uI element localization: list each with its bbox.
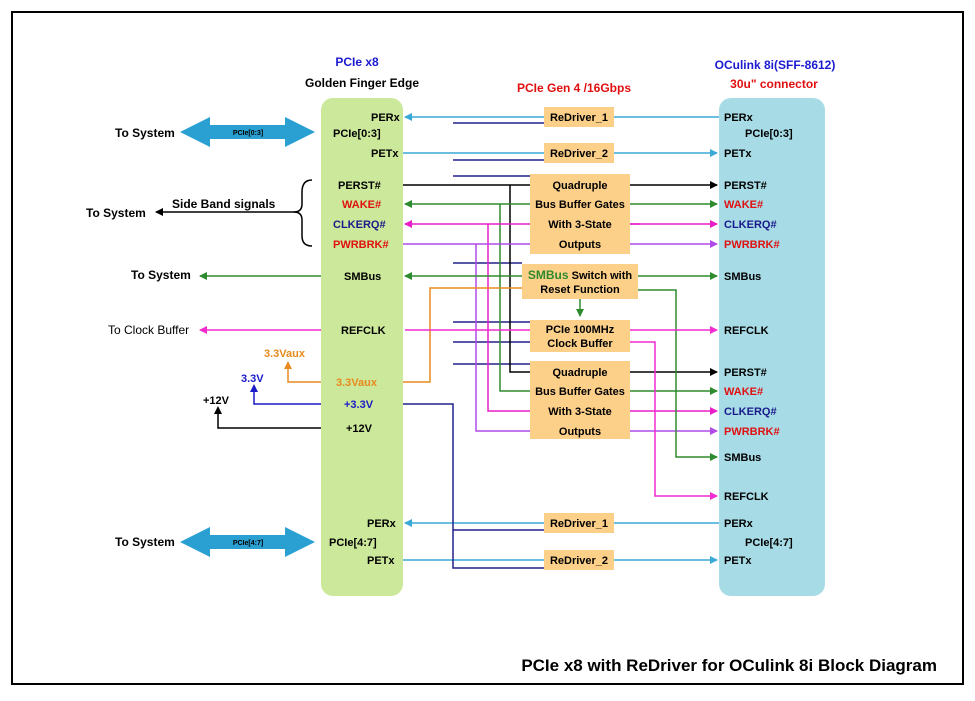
ext-3v3: 3.3V [241, 373, 264, 385]
wire-3v3-left [250, 384, 321, 405]
block-quad-1 [530, 174, 630, 254]
bus-arrow-top-label: PCIe[0:3] [233, 130, 263, 137]
wire-smbus2-right [638, 289, 718, 461]
sideband-brace [293, 179, 313, 247]
wire-bus-main [403, 403, 544, 569]
left-pin-smbus: SMBus [344, 271, 381, 283]
right-pin-pwrbrk2: PWRBRK# [724, 426, 780, 438]
right-pin-perst2: PERST# [724, 367, 767, 379]
right-header-1: OCulink 8i(SFF-8612) [715, 58, 836, 72]
ext-to-system-3: To System [115, 535, 175, 549]
wire-pwrbrk2-branch [475, 244, 530, 432]
bus-arrow-bottom-label: PCIe[4:7] [233, 540, 263, 547]
right-header-2: 30u" connector [730, 77, 818, 91]
right-pin-perx2: PERx [724, 518, 754, 530]
right-pin-perst1: PERST# [724, 180, 767, 192]
left-pin-petx1: PETx [371, 148, 399, 160]
left-pin-pcie47: PCIe[4:7] [329, 537, 377, 549]
block-clock-buffer [530, 320, 630, 352]
left-header-1: PCIe x8 [335, 55, 379, 69]
left-pin-pwrbrk: PWRBRK# [333, 239, 389, 251]
block-redriver-1-bottom [544, 513, 614, 533]
left-pin-3v3: +3.3V [344, 399, 374, 411]
block-quad-1-line4: Outputs [559, 239, 601, 251]
wire-perst2-branch [509, 185, 530, 373]
ext-side-band: Side Band signals [172, 197, 276, 211]
block-smbus-switch-b: Switch with [569, 270, 633, 282]
right-pin-clkerq2: CLKERQ# [724, 406, 777, 418]
block-smbus-switch [522, 264, 638, 299]
wire-3v3aux-left [284, 361, 321, 383]
left-pin-3v3aux: 3.3Vaux [336, 377, 378, 389]
block-redriver-1-top [544, 107, 614, 127]
block-quad-1-line3: With 3-State [548, 219, 611, 231]
block-quad-2-line1: Quadruple [552, 367, 607, 379]
wire-clkerq2-branch [487, 224, 530, 412]
block-quad-2-line4: Outputs [559, 426, 601, 438]
right-connector [719, 98, 825, 596]
left-pin-pcie03: PCIe[0:3] [333, 128, 381, 140]
wire-3v3aux-right [403, 287, 522, 383]
block-clock-buffer-line2: Clock Buffer [547, 338, 613, 350]
block-redriver-2-bottom-label: ReDriver_2 [550, 555, 608, 567]
diagram-title: PCIe x8 with ReDriver for OCulink 8i Blo… [521, 656, 937, 675]
block-smbus-switch-line2: Reset Function [540, 284, 620, 296]
left-pin-refclk: REFCLK [341, 325, 386, 337]
block-redriver-2-top [544, 143, 614, 163]
block-smbus-switch-line1: SMBus Switch with [528, 268, 633, 282]
block-clock-buffer-line1: PCIe 100MHz [546, 324, 615, 336]
ext-3v3aux: 3.3Vaux [264, 348, 306, 360]
right-pin-pcie03: PCIe[0:3] [745, 128, 793, 140]
bus-arrow-top [180, 117, 315, 147]
ext-to-system-sideband: To System [86, 206, 146, 220]
right-pin-clkerq1: CLKERQ# [724, 219, 777, 231]
ext-to-clock-buffer: To Clock Buffer [108, 323, 189, 337]
block-redriver-1-top-label: ReDriver_1 [550, 112, 608, 124]
left-pin-clkerq: CLKERQ# [333, 219, 386, 231]
right-pin-pwrbrk1: PWRBRK# [724, 239, 780, 251]
left-pin-12v: +12V [346, 423, 373, 435]
wire-refclk2-right [630, 341, 718, 500]
wire-wake2-branch [499, 204, 530, 392]
mid-header: PCIe Gen 4 /16Gbps [517, 81, 631, 95]
right-pin-wake1: WAKE# [724, 199, 763, 211]
left-connector [321, 98, 403, 596]
right-pin-petx2: PETx [724, 555, 752, 567]
right-pin-petx1: PETx [724, 148, 752, 160]
block-quad-2-line2: Bus Buffer Gates [535, 386, 625, 398]
left-header-2: Golden Finger Edge [305, 76, 419, 90]
right-pin-refclk1: REFCLK [724, 325, 769, 337]
ext-to-system-1: To System [115, 126, 175, 140]
block-redriver-1-bottom-label: ReDriver_1 [550, 518, 608, 530]
ext-12v: +12V [203, 395, 230, 407]
ext-to-system-smbus: To System [131, 268, 191, 282]
left-pin-perx2: PERx [367, 518, 397, 530]
right-pin-pcie47: PCIe[4:7] [745, 537, 793, 549]
block-quad-2 [530, 361, 630, 439]
block-redriver-2-bottom [544, 550, 614, 570]
left-pin-petx2: PETx [367, 555, 395, 567]
right-pin-smbus2: SMBus [724, 452, 761, 464]
block-redriver-2-top-label: ReDriver_2 [550, 148, 608, 160]
right-pin-smbus1: SMBus [724, 271, 761, 283]
block-smbus-switch-a: SMBus [528, 268, 569, 282]
right-header-2-text: 30u" connector [730, 77, 818, 91]
wire-12v-left [214, 406, 321, 429]
block-quad-1-line2: Bus Buffer Gates [535, 199, 625, 211]
block-quad-1-line1: Quadruple [552, 180, 607, 192]
block-quad-2-line3: With 3-State [548, 406, 611, 418]
bus-arrow-bottom [180, 527, 315, 557]
left-pin-wake: WAKE# [342, 199, 381, 211]
right-pin-wake2: WAKE# [724, 386, 763, 398]
right-pin-refclk2: REFCLK [724, 491, 769, 503]
right-pin-perx1: PERx [724, 112, 754, 124]
left-pin-perst: PERST# [338, 180, 381, 192]
left-pin-perx1: PERx [371, 112, 401, 124]
